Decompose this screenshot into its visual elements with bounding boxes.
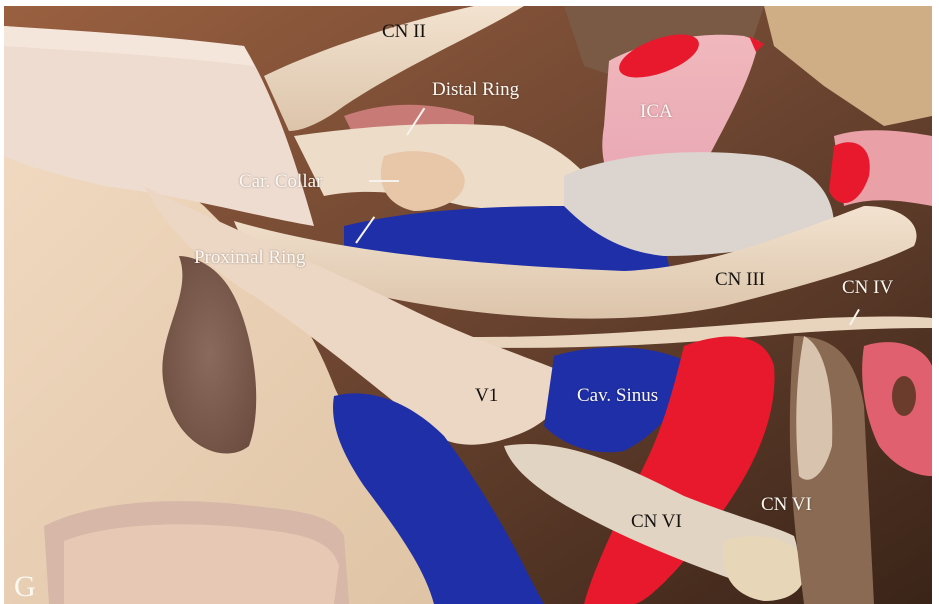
label-cn-vi-lateral: CN VI bbox=[761, 494, 812, 515]
label-cn-vi-medial: CN VI bbox=[631, 511, 682, 532]
leader-car-collar bbox=[369, 180, 399, 182]
label-distal-ring: Distal Ring bbox=[432, 79, 520, 100]
dissection-photo: CN II Distal Ring ICA Car. Collar Proxim… bbox=[4, 6, 932, 604]
anatomy-illustration bbox=[4, 6, 932, 604]
label-ica: ICA bbox=[640, 101, 673, 122]
label-car-collar: Car. Collar bbox=[239, 171, 323, 192]
label-cn-iii: CN III bbox=[715, 269, 766, 290]
label-cn-ii: CN II bbox=[382, 21, 426, 42]
label-cn-iv: CN IV bbox=[842, 277, 894, 298]
panel-letter: G bbox=[14, 570, 36, 603]
label-cav-sinus: Cav. Sinus bbox=[577, 385, 659, 406]
label-proximal-ring: Proximal Ring bbox=[194, 247, 306, 268]
label-v1: V1 bbox=[475, 385, 499, 406]
